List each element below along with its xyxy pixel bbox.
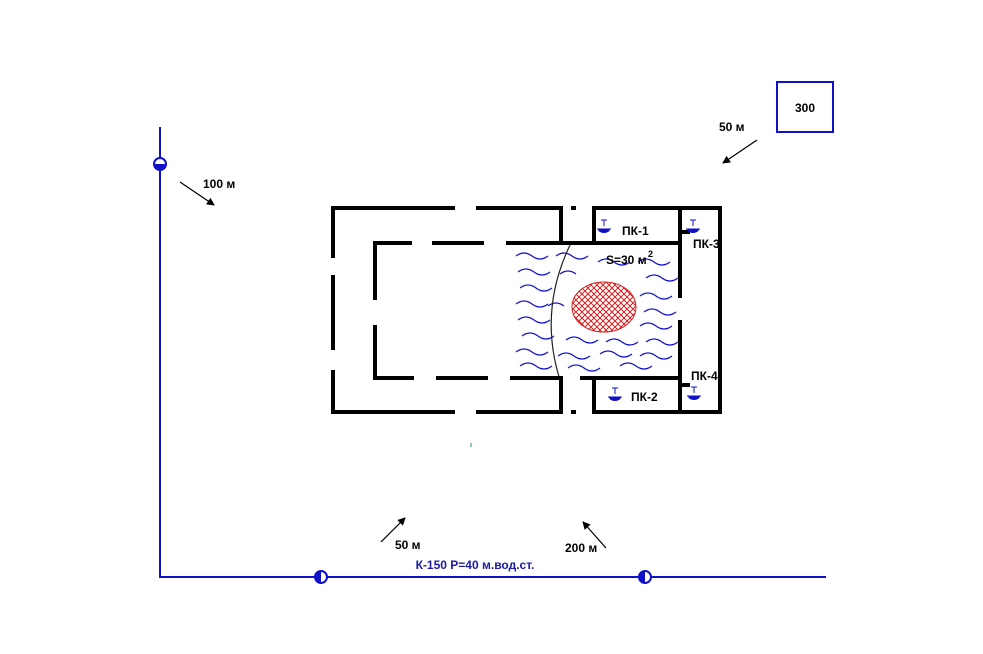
pipe-label: К-150 Р=40 м.вод.ст. [416,558,535,572]
water-area [515,252,679,372]
area-label-superscript: 2 [648,249,653,259]
fire-seat [571,281,637,333]
pk4-label: ПК-4 [691,369,718,383]
distance-top-right: 50 м [719,120,745,134]
arrow-left [179,181,215,206]
arrow-top-right [722,139,758,164]
object-number-box [776,81,834,133]
pk2-label: ПК-2 [631,390,658,404]
pk1-label: ПК-1 [622,224,649,238]
area-label: S=30 м [606,253,647,267]
distance-bottom-right: 200 м [565,541,597,555]
distance-left: 100 м [203,177,235,191]
pk4-icon [687,386,701,400]
pk3-icon [686,219,700,233]
building-walls [331,206,722,414]
hydrant-symbol-bottom-left [314,570,328,584]
arrow-bottom-right [582,521,607,549]
pk3-label: ПК-3 [693,237,720,251]
arrow-bottom-left [380,517,406,543]
pk2-icon [608,387,622,401]
object-number-label: 300 [795,101,815,115]
water-main-pipeline [159,127,826,578]
spread-boundary-arc [550,242,572,381]
distance-bottom-left: 50 м [395,538,421,552]
hydrant-symbol-bottom-right [638,570,652,584]
hydrant-symbol-left [153,157,167,171]
pk1-icon [597,219,611,233]
